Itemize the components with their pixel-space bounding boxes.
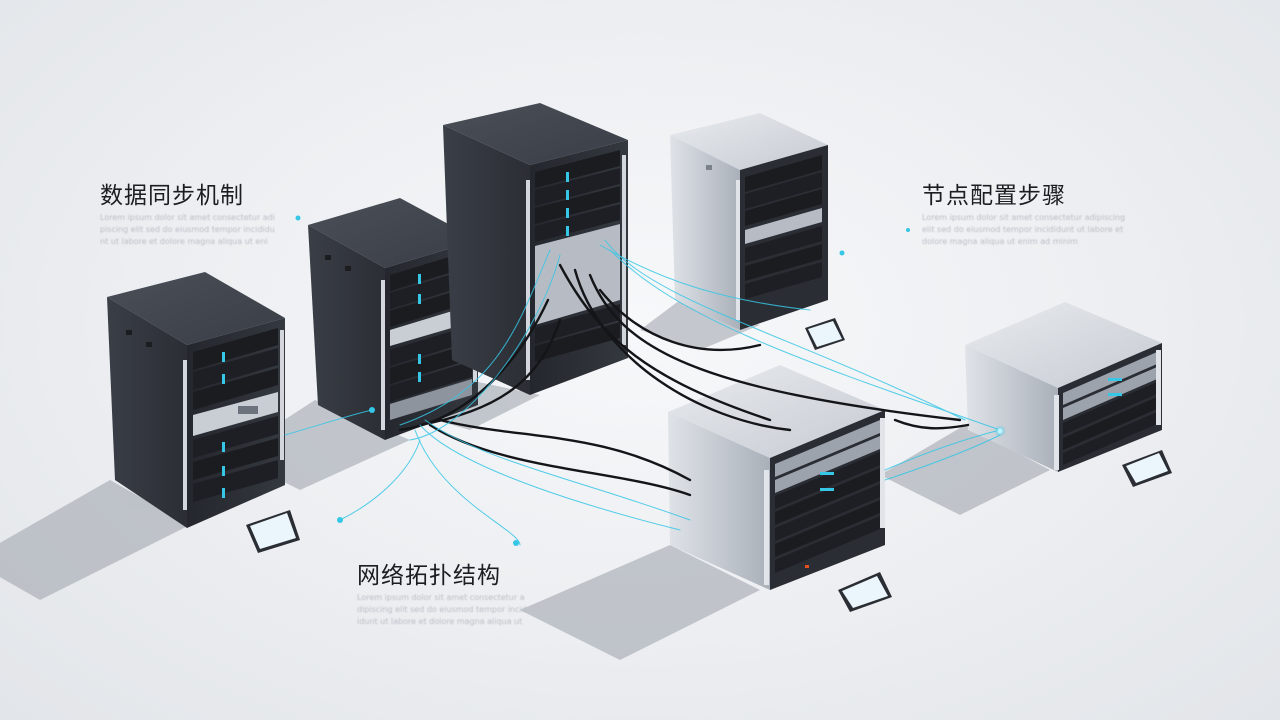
tablet-icon [246,318,1172,612]
rack-5-drives [775,420,880,573]
blurb-node-config: Lorem ipsum dolor sit amet consectetur a… [922,213,1126,246]
rack-1-drives [193,328,278,502]
rack-3-drives [535,150,620,362]
label-node-config: 节点配置步骤 [922,183,1066,209]
rack-4-drives [745,155,822,299]
blurb-topology: Lorem ipsum dolor sit amet consectetur a… [357,593,527,626]
network-cables [284,239,1001,546]
label-topology: 网络拓扑结构 [357,563,501,589]
label-data-sync: 数据同步机制 [100,183,244,209]
server-rack-6 [965,302,1162,472]
connector-dot-icon [295,215,1006,546]
server-rack-1 [107,272,285,528]
blurb-data-sync: Lorem ipsum dolor sit amet consectetur a… [100,213,275,246]
server-rack-5 [668,365,885,590]
server-rack-4 [670,113,828,330]
server-rack-3 [443,103,628,395]
rack-6-drives [1063,352,1157,465]
